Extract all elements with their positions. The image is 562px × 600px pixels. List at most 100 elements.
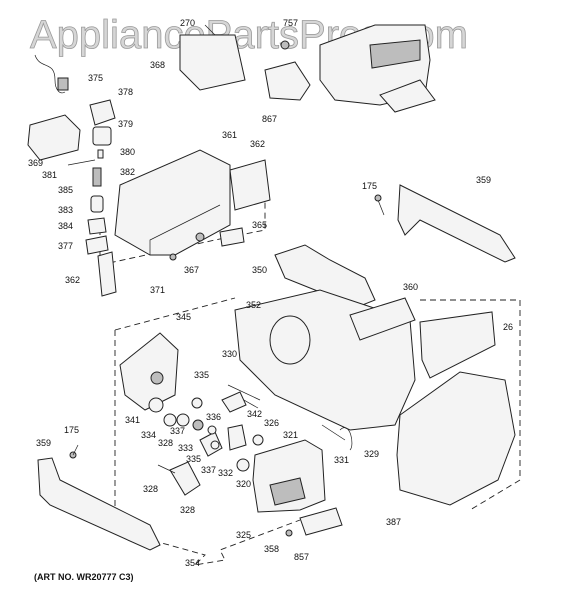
callout-26: 26 — [503, 322, 513, 332]
callout-270: 270 — [180, 18, 195, 28]
washer-335-lower — [207, 425, 217, 435]
screw-175-upper — [374, 194, 385, 216]
callout-334: 334 — [141, 430, 156, 440]
callout-350: 350 — [252, 265, 267, 275]
callout-377: 377 — [58, 241, 73, 251]
spring-382 — [92, 167, 102, 187]
callout-383: 383 — [58, 205, 73, 215]
callout-328-mid: 328 — [143, 484, 158, 494]
callout-354: 354 — [185, 558, 200, 568]
callout-175-upper: 175 — [362, 181, 377, 191]
callout-335-lower: 335 — [186, 454, 201, 464]
screw-358 — [285, 529, 293, 537]
callout-352: 352 — [246, 300, 261, 310]
callout-375: 375 — [88, 73, 103, 83]
mount-345 — [119, 332, 179, 411]
arm-342 — [221, 391, 247, 413]
chute-387 — [396, 371, 516, 506]
washer-337-upper — [176, 413, 190, 427]
pin-380 — [97, 149, 104, 159]
plate-857 — [299, 507, 343, 536]
callout-757: 757 — [283, 18, 298, 28]
callout-326: 326 — [264, 418, 279, 428]
housing-325 — [252, 439, 326, 513]
callout-362-right: 362 — [250, 139, 265, 149]
rod-331 — [321, 424, 346, 441]
callout-320: 320 — [236, 479, 251, 489]
gear-332 — [227, 424, 247, 451]
spacer-336 — [192, 419, 204, 431]
screw-371 — [169, 253, 177, 261]
housing-361 — [114, 149, 271, 256]
callout-337-lower: 337 — [201, 465, 216, 475]
divider-360 — [349, 297, 416, 341]
icemaker-assembly — [319, 24, 436, 113]
pin-381 — [67, 159, 96, 166]
washer-341 — [148, 397, 164, 413]
bracket-368 — [179, 24, 246, 91]
washer-337-lower — [210, 440, 220, 450]
callout-333: 333 — [178, 443, 193, 453]
rail-359-lower — [37, 457, 161, 551]
callout-387: 387 — [386, 517, 401, 527]
motor-369 — [27, 114, 81, 161]
callout-345: 345 — [176, 312, 191, 322]
cover-26 — [419, 311, 496, 379]
clip-384 — [87, 217, 107, 235]
callout-328-upper: 328 — [158, 438, 173, 448]
callout-332: 332 — [218, 468, 233, 478]
wire-harness-375 — [34, 54, 69, 94]
callout-330: 330 — [222, 349, 237, 359]
callout-336: 336 — [206, 412, 221, 422]
clip-757 — [280, 40, 290, 50]
callout-380: 380 — [120, 147, 135, 157]
plunger-383 — [90, 195, 104, 213]
bracket-377 — [85, 235, 109, 255]
callout-337-upper: 337 — [170, 426, 185, 436]
callout-361: 361 — [222, 130, 237, 140]
callout-367: 367 — [184, 265, 199, 275]
callout-867: 867 — [262, 114, 277, 124]
callout-331: 331 — [334, 455, 349, 465]
callout-175-lower: 175 — [64, 425, 79, 435]
screw-175-lower — [69, 444, 79, 459]
cube-tray-867 — [264, 61, 311, 101]
callout-385: 385 — [58, 185, 73, 195]
auger-350 — [274, 244, 376, 309]
nut-367 — [195, 232, 205, 242]
callout-384: 384 — [58, 221, 73, 231]
washer-326 — [252, 434, 264, 446]
callout-371: 371 — [150, 285, 165, 295]
callout-342: 342 — [247, 409, 262, 419]
coil-379 — [92, 126, 112, 146]
callout-360: 360 — [403, 282, 418, 292]
bearing-334 — [163, 413, 177, 427]
crusher-328 — [157, 461, 201, 496]
callout-359-lower: 359 — [36, 438, 51, 448]
bracket-359-upper — [397, 184, 516, 263]
callout-369: 369 — [28, 158, 43, 168]
callout-358: 358 — [264, 544, 279, 554]
callout-335-upper: 335 — [194, 370, 209, 380]
callout-381: 381 — [42, 170, 57, 180]
solenoid-378 — [89, 99, 116, 126]
callout-382: 382 — [120, 167, 135, 177]
callout-329: 329 — [364, 449, 379, 459]
callout-325: 325 — [236, 530, 251, 540]
callout-365: 365 — [252, 220, 267, 230]
callout-378: 378 — [118, 87, 133, 97]
art-number: (ART NO. WR20777 C3) — [34, 572, 134, 582]
clip-365 — [219, 227, 245, 247]
callout-341: 341 — [125, 415, 140, 425]
callout-362-left: 362 — [65, 275, 80, 285]
washer-335-upper — [191, 397, 203, 409]
callout-379: 379 — [118, 119, 133, 129]
callout-368: 368 — [150, 60, 165, 70]
callout-321: 321 — [283, 430, 298, 440]
spring-329 — [339, 427, 353, 451]
callout-857: 857 — [294, 552, 309, 562]
spring-320 — [236, 458, 250, 472]
plate-362-left — [97, 251, 117, 297]
